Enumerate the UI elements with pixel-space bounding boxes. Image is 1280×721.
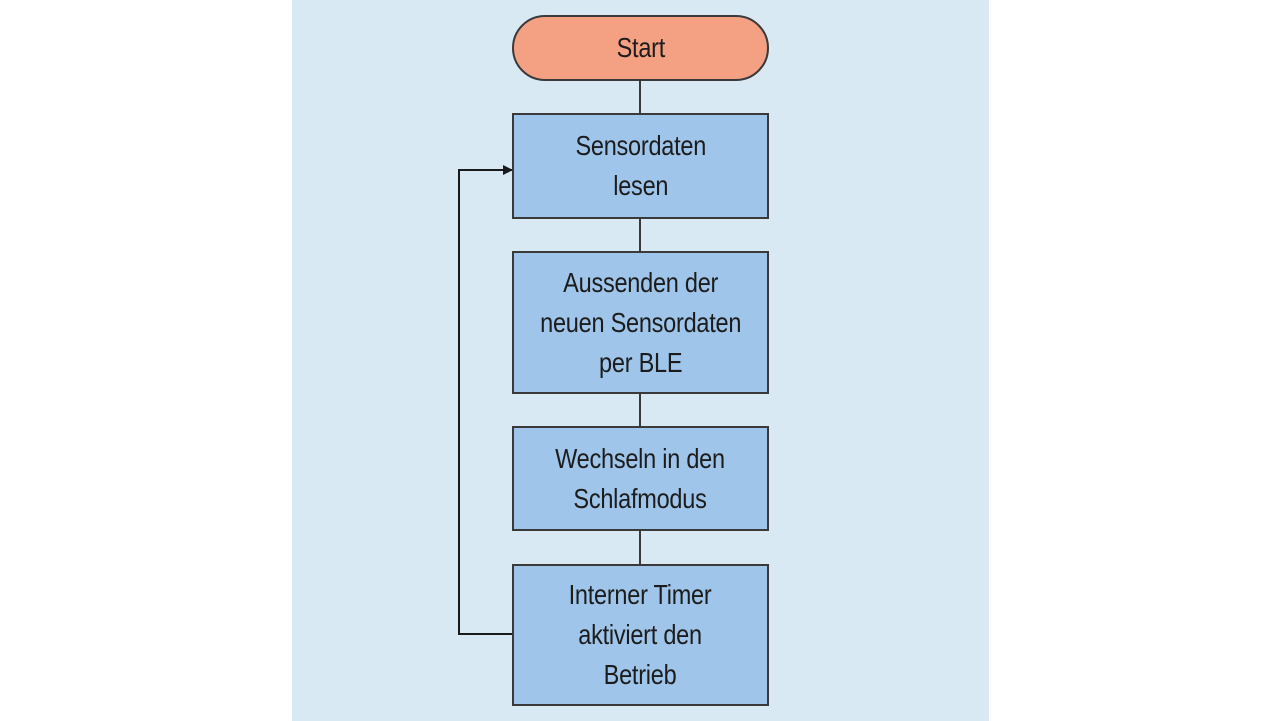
step-timer-activates: Interner Timer aktiviert den Betrieb — [512, 564, 769, 706]
step-read-sensor-data-label: Sensordaten lesen — [575, 130, 706, 201]
step-enter-sleep-mode: Wechseln in den Schlafmodus — [512, 426, 769, 531]
step-timer-activates-label: Interner Timer aktiviert den Betrieb — [569, 579, 712, 690]
loop-arrow-timer-to-read — [458, 165, 513, 635]
start-node: Start — [512, 15, 769, 81]
step-read-sensor-data: Sensordaten lesen — [512, 113, 769, 219]
step-send-sensor-data-label: Aussenden der neuen Sensordaten per BLE — [539, 266, 742, 378]
step-enter-sleep-mode-label: Wechseln in den Schlafmodus — [555, 442, 726, 514]
step-send-sensor-data: Aussenden der neuen Sensordaten per BLE — [512, 251, 769, 394]
start-label: Start — [616, 32, 665, 63]
